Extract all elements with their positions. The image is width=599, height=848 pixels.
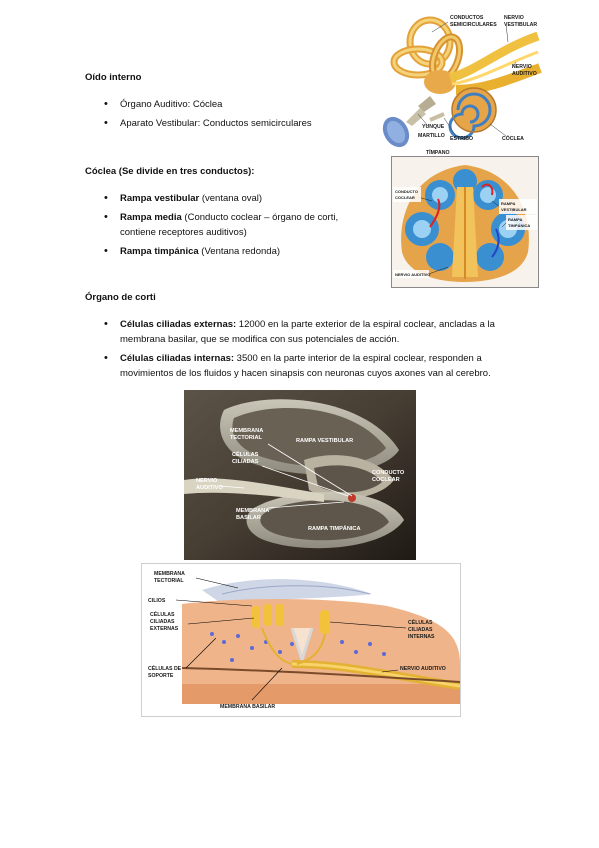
label: CONDUCTOS (450, 15, 484, 21)
label: CONDUCTO (395, 189, 418, 194)
term: Rampa vestibular (120, 193, 200, 204)
label: SEMICIRCULARES (450, 22, 497, 28)
definition: (Ventana redonda) (198, 246, 281, 257)
label: CÉLULAS (232, 450, 259, 458)
inner-ear-illustration: CONDUCTOS SEMICIRCULARES NERVIO VESTIBUL… (378, 10, 543, 160)
label: TECTORIAL (154, 578, 184, 584)
label: COCLEAR (372, 477, 400, 483)
label: EXTERNAS (150, 626, 179, 632)
label: CÉLULAS DE (148, 664, 182, 672)
list-item: Rampa timpánica (Ventana redonda) (104, 244, 374, 259)
oido-list: Órgano Auditivo: Cóclea Aparato Vestibul… (104, 97, 364, 135)
label: CÉLULAS (150, 610, 175, 618)
label: RAMPA (508, 217, 522, 222)
definition: (Conducto coclear – órgano de corti, con… (120, 212, 339, 238)
definition: (ventana oval) (199, 193, 263, 204)
list-item: Células ciliadas externas: 12000 en la p… (104, 317, 516, 347)
label: MEMBRANA (230, 428, 263, 434)
label: ESTRIBO (450, 136, 473, 142)
cochlea-cross-section: CONDUCTO COCLEAR RAMPA VESTIBULAR RAMPA … (391, 156, 539, 288)
label: NERVIO AUDITIVO (400, 666, 446, 672)
section-title-coclea: Cóclea (Se divide en tres conductos): (85, 166, 255, 177)
section-title-oido-interno: Oído interno (85, 72, 142, 83)
list-item: Rampa media (Conducto coclear – órgano d… (104, 210, 374, 240)
section-title-organo-de-corti: Órgano de corti (85, 292, 156, 303)
list-item: Rampa vestibular (ventana oval) (104, 191, 374, 206)
label: CILIOS (148, 598, 166, 604)
label: VESTIBULAR (501, 207, 527, 212)
label: TIMPÁNICA (508, 223, 530, 228)
label: AUDITIVO (512, 71, 537, 77)
cochlear-duct-photo: MEMBRANA TECTORIAL RAMPA VESTIBULAR CÉLU… (184, 390, 416, 560)
term: Células ciliadas externas: (120, 319, 237, 330)
organ-of-corti-diagram: MEMBRANA TECTORIAL CILIOS CÉLULAS CILIAD… (141, 563, 461, 717)
definition: 3500 en la parte interior de la espiral … (120, 353, 491, 379)
label: VESTIBULAR (504, 22, 537, 28)
label: TÍMPANO (426, 148, 450, 156)
label: NERVIO (512, 64, 532, 70)
list-item: Células ciliadas internas: 3500 en la pa… (104, 351, 516, 381)
term: Rampa media (120, 212, 182, 223)
label: MARTILLO (418, 133, 445, 139)
label: NERVIO (504, 15, 524, 21)
label: NERVIO (196, 478, 218, 484)
label: SOPORTE (148, 673, 174, 679)
label: MEMBRANA (154, 571, 185, 577)
label: CILIADAS (408, 627, 433, 633)
label: TECTORIAL (230, 435, 262, 441)
label: RAMPA VESTIBULAR (296, 438, 353, 444)
list-item: Aparato Vestibular: Conductos semicircul… (104, 116, 364, 131)
label: RAMPA (501, 201, 515, 206)
label: MEMBRANA (236, 508, 269, 514)
label: AUDITIVO (196, 485, 223, 491)
label: BASILAR (236, 515, 261, 521)
label: MEMBRANA BASILAR (220, 704, 275, 710)
term: Rampa timpánica (120, 246, 199, 257)
list-item: Órgano Auditivo: Cóclea (104, 97, 364, 112)
label: YUNQUE (422, 124, 445, 130)
label: CÉLULAS (408, 618, 433, 626)
coclea-list: Rampa vestibular (ventana oval) Rampa me… (104, 191, 374, 263)
label: CONDUCTO (372, 470, 405, 476)
label: CÓCLEA (502, 134, 524, 142)
term: Células ciliadas internas: (120, 353, 235, 364)
label: NERVIO AUDITIVO (395, 272, 430, 277)
corti-list: Células ciliadas externas: 12000 en la p… (104, 317, 516, 385)
label: RAMPA TIMPÁNICA (308, 525, 361, 532)
label: COCLEAR (395, 195, 415, 200)
label: INTERNAS (408, 634, 435, 640)
definition: 12000 en la parte exterior de la espiral… (120, 319, 495, 345)
label: CILIADAS (232, 459, 259, 465)
label: CILIADAS (150, 619, 175, 625)
